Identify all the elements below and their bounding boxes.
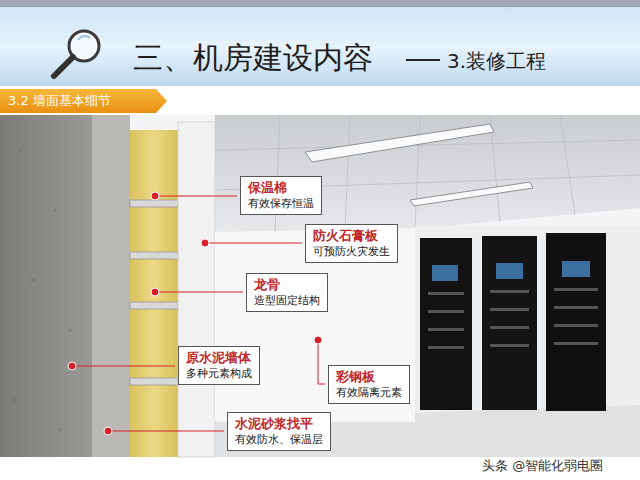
callout-heading: 防火石膏板: [313, 227, 390, 244]
callout-box: 彩钢板有效隔离元素: [328, 365, 410, 404]
callout-heading: 保温棉: [248, 179, 314, 196]
callout-note: 多种元素构成: [186, 366, 252, 381]
callout-heading: 原水泥墙体: [186, 349, 252, 366]
slide-title: 三、机房建设内容: [133, 40, 373, 76]
section-subtitle: 3.装修工程: [447, 48, 546, 74]
callout-note: 有效防水、保温层: [235, 432, 323, 447]
callout-box: 龙骨造型固定结构: [246, 273, 328, 312]
section-tab: 3.2 墙面基本细节: [0, 89, 150, 113]
callout-box: 水泥砂浆找平有效防水、保温层: [227, 412, 331, 451]
tab-label: 3.2 墙面基本细节: [0, 89, 150, 113]
callout-heading: 彩钢板: [336, 368, 402, 385]
callout-note: 有效保存恒温: [248, 196, 314, 211]
callout-heading: 水泥砂浆找平: [235, 415, 323, 432]
watermark: 头条 @智能化弱电圈: [482, 456, 603, 475]
callout-note: 有效隔离元素: [336, 385, 402, 400]
callout-box: 保温棉有效保存恒温: [240, 176, 322, 215]
callout-note: 造型固定结构: [254, 293, 320, 308]
callout-heading: 龙骨: [254, 276, 320, 293]
callout-box: 防火石膏板可预防火灾发生: [305, 224, 398, 263]
callout-box: 原水泥墙体多种元素构成: [178, 346, 260, 385]
callout-note: 可预防火灾发生: [313, 244, 390, 259]
